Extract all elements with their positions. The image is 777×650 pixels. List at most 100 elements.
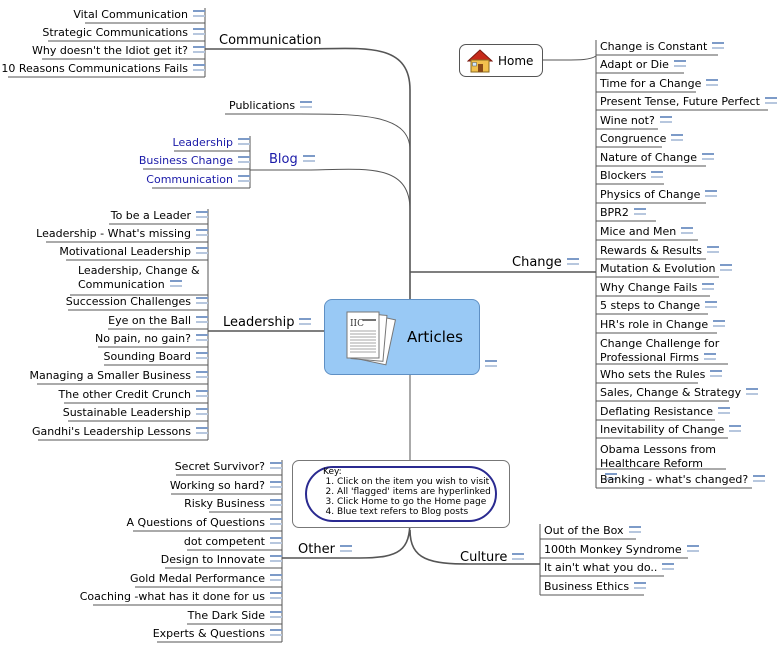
change-item[interactable]: Rewards & Results [600, 244, 719, 258]
culture-item[interactable]: It ain't what you do.. [544, 561, 675, 575]
leadership-item[interactable]: To be a Leader [111, 209, 208, 223]
blog-item[interactable]: Leadership [173, 136, 250, 150]
change-item[interactable]: 5 steps to Change [600, 299, 718, 313]
change-item[interactable]: Adapt or Die [600, 58, 686, 72]
home-button[interactable]: Home [459, 44, 543, 77]
hyperlink-flag-icon [628, 526, 641, 533]
blog-item[interactable]: Communication [146, 173, 250, 187]
branch-blog[interactable]: Blog [269, 152, 315, 167]
other-item[interactable]: Experts & Questions [153, 627, 282, 641]
change-item[interactable]: Mice and Men [600, 225, 694, 239]
communication-item[interactable]: Vital Communication [73, 8, 205, 22]
hyperlink-flag-icon [634, 582, 647, 589]
blog-label: Blog [269, 152, 298, 167]
other-item-label: Risky Business [184, 497, 265, 510]
other-item-label: The Dark Side [187, 609, 265, 622]
change-item[interactable]: Change is Constant [600, 40, 725, 54]
change-item[interactable]: Nature of Change [600, 151, 715, 165]
hyperlink-flag-icon [764, 97, 777, 104]
communication-item-label: 10 Reasons Communications Fails [1, 62, 188, 75]
hyperlink-flag-icon [270, 518, 282, 525]
leadership-item[interactable]: Motivational Leadership [59, 245, 208, 259]
change-item[interactable]: Congruence [600, 132, 684, 146]
hyperlink-flag-icon [196, 316, 208, 323]
change-item[interactable]: Wine not? [600, 114, 672, 128]
leadership-item[interactable]: The other Credit Crunch [59, 388, 208, 402]
leadership-item[interactable]: Managing a Smaller Business [29, 369, 208, 383]
hyperlink-flag-icon [196, 427, 208, 434]
leadership-item[interactable]: Leadership - What's missing [36, 227, 208, 241]
change-item[interactable]: Why Change Fails [600, 281, 715, 295]
change-item[interactable]: Blockers [600, 169, 664, 183]
other-item[interactable]: Design to Innovate [161, 553, 282, 567]
change-item[interactable]: BPR2 [600, 206, 646, 220]
culture-item[interactable]: 100th Monkey Syndrome [544, 543, 699, 557]
hyperlink-flag-icon[interactable] [485, 360, 497, 367]
branch-publications[interactable]: Publications [229, 99, 313, 113]
other-item[interactable]: Risky Business [184, 497, 282, 511]
change-item[interactable]: Obama Lessons from Healthcare Reform [600, 443, 720, 485]
change-item[interactable]: Present Tense, Future Perfect [600, 95, 777, 109]
leadership-item[interactable]: No pain, no gain? [95, 332, 208, 346]
other-item[interactable]: Secret Survivor? [175, 460, 282, 474]
branch-culture[interactable]: Culture [460, 550, 525, 565]
other-item[interactable]: A Questions of Questions [127, 516, 282, 530]
hyperlink-flag-icon [238, 175, 250, 182]
communication-item[interactable]: Strategic Communications [42, 26, 205, 40]
connector-line [543, 55, 597, 61]
change-item-label: Physics of Change [600, 188, 701, 201]
change-item[interactable]: Inevitability of Change [600, 423, 742, 437]
branch-change[interactable]: Change [512, 255, 579, 270]
hyperlink-flag-icon [270, 629, 282, 636]
change-item[interactable]: Time for a Change [600, 77, 719, 91]
hyperlink-flag-icon [196, 352, 208, 359]
leadership-item[interactable]: Succession Challenges [66, 295, 208, 309]
change-item-label: Congruence [600, 132, 667, 145]
other-item[interactable]: The Dark Side [188, 609, 282, 623]
hyperlink-flag-icon [193, 64, 205, 71]
central-topic-articles[interactable]: IIC Articles [324, 299, 480, 375]
culture-item[interactable]: Business Ethics [544, 580, 647, 594]
change-item[interactable]: Physics of Change [600, 188, 718, 202]
culture-item-label: Business Ethics [544, 580, 630, 593]
change-item[interactable]: HR's role in Change [600, 318, 726, 332]
leadership-item[interactable]: Eye on the Ball [108, 314, 208, 328]
change-item-label: Wine not? [600, 114, 655, 127]
change-item[interactable]: Banking - what's changed? [600, 473, 766, 487]
branch-leadership[interactable]: Leadership [223, 315, 312, 330]
hyperlink-flag-icon [720, 264, 733, 271]
hyperlink-flag-icon [270, 611, 282, 618]
key-item: Click Home to go the Home page [337, 497, 491, 507]
leadership-item[interactable]: Sounding Board [104, 350, 208, 364]
leadership-item-label: Leadership - What's missing [36, 227, 191, 240]
hyperlink-flag-icon [706, 79, 719, 86]
hyperlink-flag-icon [196, 408, 208, 415]
other-item[interactable]: dot competent [184, 535, 282, 549]
svg-text:IIC: IIC [350, 319, 364, 329]
change-item[interactable]: Deflating Resistance [600, 405, 731, 419]
change-item[interactable]: Sales, Change & Strategy [600, 386, 759, 400]
hyperlink-flag-icon [712, 42, 725, 49]
communication-item[interactable]: Why doesn't the Idiot get it? [32, 44, 205, 58]
leadership-item[interactable]: Leadership, Change & Communication [78, 264, 208, 292]
key-text: Key: Click on the item you wish to visit… [323, 467, 491, 517]
change-item[interactable]: Change Challenge for Professional Firms [600, 337, 720, 365]
other-item[interactable]: Gold Medal Performance [130, 572, 282, 586]
communication-item[interactable]: 10 Reasons Communications Fails [1, 62, 205, 76]
change-item-label: Why Change Fails [600, 281, 698, 294]
change-item[interactable]: Mutation & Evolution [600, 262, 733, 276]
other-item[interactable]: Coaching -what has it done for us [80, 590, 282, 604]
other-label: Other [298, 542, 335, 557]
leadership-item-label: Gandhi's Leadership Lessons [31, 425, 191, 438]
change-item[interactable]: Who sets the Rules [600, 368, 723, 382]
other-item[interactable]: Working so hard? [170, 479, 282, 493]
hyperlink-flag-icon [686, 545, 699, 552]
key-item: Click on the item you wish to visit [337, 477, 491, 487]
branch-other[interactable]: Other [298, 542, 352, 557]
blog-item[interactable]: Business Change [139, 154, 250, 168]
hyperlink-flag-icon [671, 134, 684, 141]
branch-communication[interactable]: Communication [219, 33, 322, 48]
culture-item[interactable]: Out of the Box [544, 524, 641, 538]
leadership-item[interactable]: Gandhi's Leadership Lessons [32, 425, 208, 439]
leadership-item[interactable]: Sustainable Leadership [63, 406, 208, 420]
